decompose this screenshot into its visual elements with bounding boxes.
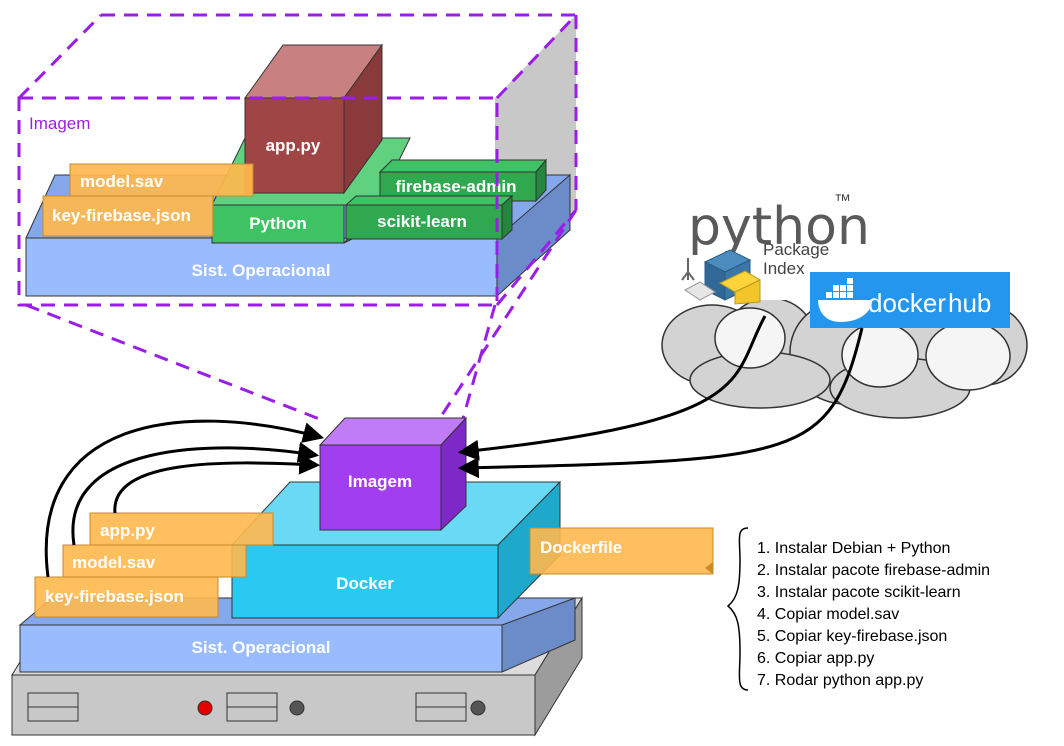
steps-list: 1. Instalar Debian + Python 2. Instalar … (757, 540, 990, 689)
zoom-key-label: key-firebase.json (52, 206, 191, 225)
zoom-dashed-frame (17, 13, 578, 307)
dockerfile-label: Dockerfile (540, 538, 622, 557)
zoom-firebase-admin-label: firebase-admin (396, 177, 517, 196)
arrow-dockerhub-to-image (457, 327, 864, 479)
docker-label: Docker (336, 574, 394, 593)
zoom-model-file (69, 163, 254, 197)
pypi-line1: Package (763, 240, 829, 259)
cloud-arrows (457, 315, 864, 479)
pypi-word: python (688, 197, 870, 257)
pypi-line2: Index (763, 259, 805, 278)
zoom-app-label: app.py (266, 136, 321, 155)
zoom-firebase-admin-top (378, 159, 548, 173)
zoom-scikit-learn-box (345, 204, 503, 240)
zoom-python-label: Python (249, 214, 307, 233)
dockerfile-fold (705, 562, 713, 574)
server-button-icon (289, 700, 305, 716)
docker-front (231, 544, 499, 619)
power-led-icon (197, 700, 213, 716)
zoom-firebase-admin-side (535, 158, 547, 203)
zoom-scikit-learn-side (501, 194, 513, 241)
zoom-image-group: Sist. Operacional Python firebase-admin … (17, 13, 578, 307)
step-3: 3. Instalar pacote scikit-learn (757, 584, 961, 601)
steps-brace (726, 527, 749, 691)
host-image-front (319, 444, 442, 531)
zoom-model-label: model.sav (80, 172, 164, 191)
zoom-scikit-learn-top (344, 195, 514, 206)
host-os-front (19, 624, 503, 673)
step-2: 2. Instalar pacote firebase-admin (757, 562, 990, 579)
host-file-app-label: app.py (100, 521, 155, 540)
pypi-cubes-icon (681, 249, 762, 305)
server-button-2-icon (470, 700, 486, 716)
host-group: Sist. Operacional Docker Imagem Dockerfi… (11, 416, 714, 737)
dockerhub-logo: docker hub (810, 272, 1010, 328)
step-7: 7. Rodar python app.py (757, 672, 923, 689)
docker-whale-icon (818, 278, 872, 322)
step-6: 6. Copiar app.py (757, 650, 874, 667)
zoom-os-label: Sist. Operacional (192, 261, 331, 280)
zoom-python-front (211, 204, 345, 244)
zoom-connector-lines (25, 209, 578, 423)
step-1: 1. Instalar Debian + Python (757, 540, 950, 557)
host-image-label: Imagem (348, 472, 412, 491)
arrow-key-to-image (44, 419, 325, 578)
file-arrows (44, 419, 325, 578)
zoom-key-file (42, 195, 214, 237)
zoom-app-front (244, 97, 345, 194)
pypi-tm: ™ (834, 191, 851, 210)
dockerhub-word2: hub (948, 288, 991, 318)
pypi-logo: python ™ Package Index (674, 188, 870, 305)
host-file-model-label: model.sav (72, 553, 156, 572)
step-4: 4. Copiar model.sav (757, 606, 899, 623)
host-file-key (34, 576, 219, 618)
zoom-image-title: Imagem (29, 114, 90, 133)
host-file-key-label: key-firebase.json (45, 587, 184, 606)
host-os-label: Sist. Operacional (192, 638, 331, 657)
dockerhub-word1: docker (868, 288, 946, 318)
arrow-pypi-to-image (457, 315, 767, 461)
zoom-scikit-learn-label: scikit-learn (377, 212, 467, 231)
step-5: 5. Copiar key-firebase.json (757, 628, 947, 645)
dockerfile-note (529, 527, 714, 575)
